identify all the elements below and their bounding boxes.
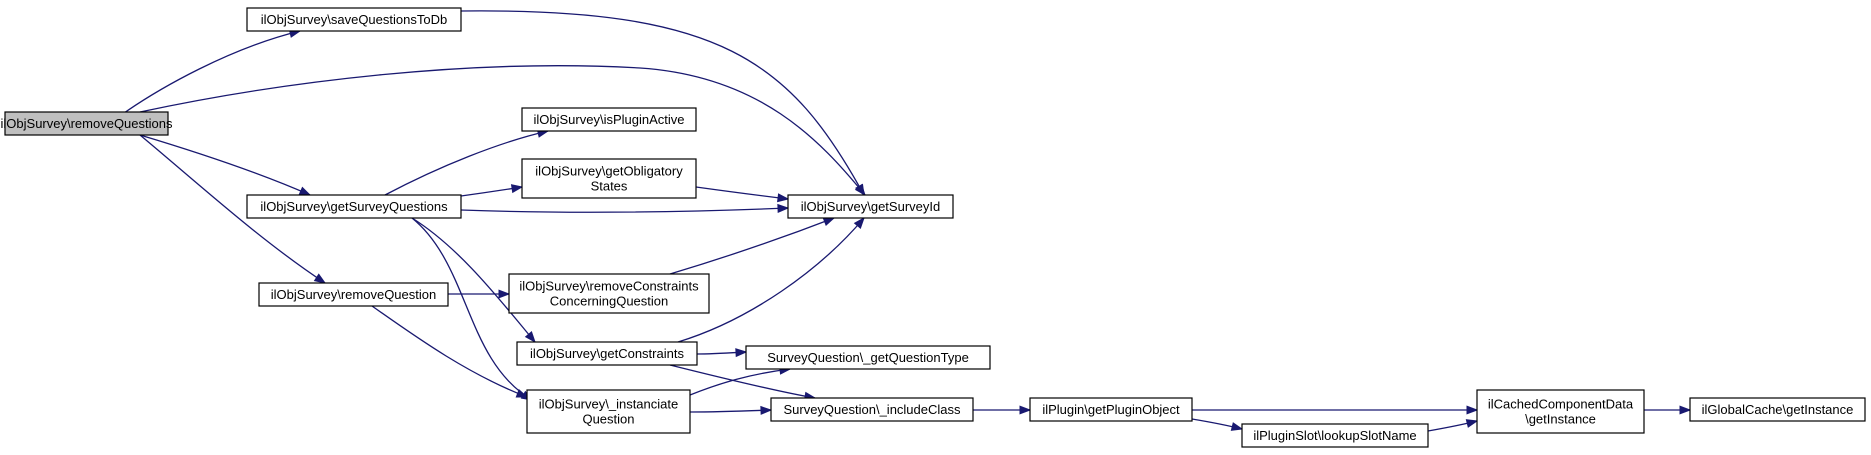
node-label: ilPluginSlot\lookupSlotName <box>1253 428 1416 443</box>
function-nodes: ilObjSurvey\removeQuestions ilObjSurvey\s… <box>1 7 1866 448</box>
node-lookupSlotName[interactable]: ilPluginSlot\lookupSlotName <box>1241 423 1429 448</box>
edge-instanciateQuestion-to-getQuestionType <box>689 365 792 396</box>
node-box <box>526 389 691 434</box>
node-label: ConcerningQuestion <box>550 294 669 309</box>
node-label: ilObjSurvey\saveQuestionsToDb <box>261 12 447 27</box>
node-box <box>1029 397 1193 422</box>
node-box <box>521 158 697 199</box>
call-edges <box>123 10 1692 432</box>
node-getQuestionType[interactable]: SurveyQuestion\_getQuestionType <box>745 345 991 370</box>
node-getSurveyId[interactable]: ilObjSurvey\getSurveyId <box>787 194 954 219</box>
node-box <box>787 194 954 219</box>
node-isPluginActive[interactable]: ilObjSurvey\isPluginActive <box>521 107 697 132</box>
node-label: ilPlugin\getPluginObject <box>1042 402 1180 417</box>
node-label: ilObjSurvey\getConstraints <box>530 346 684 361</box>
edge-getPluginObject-to-lookupSlotName <box>1191 418 1244 431</box>
edge-getSurveyQuestions-to-getConstraints <box>411 217 536 344</box>
node-box <box>1689 397 1866 422</box>
edge-instanciateQuestion-to-includeClass <box>689 405 773 415</box>
edge-includeClass-to-getPluginObject <box>973 405 1032 415</box>
node-getConstraints[interactable]: ilObjSurvey\getConstraints <box>516 341 698 366</box>
node-removeConstraintsConcerningQuestion[interactable]: ilObjSurvey\removeConstraintsConcerningQ… <box>508 273 710 314</box>
node-label: Question <box>582 412 634 427</box>
node-box <box>521 107 697 132</box>
edge-cachedGetInstance-to-globalCacheGetInstance <box>1644 405 1692 415</box>
node-box <box>770 397 974 422</box>
node-label: SurveyQuestion\_includeClass <box>783 402 961 417</box>
node-box <box>745 345 991 370</box>
node-box <box>1476 389 1645 434</box>
node-label: ilObjSurvey\getSurveyId <box>801 199 940 214</box>
node-getPluginObject[interactable]: ilPlugin\getPluginObject <box>1029 397 1193 422</box>
node-label: ilObjSurvey\removeQuestions <box>1 116 173 131</box>
edge-saveQuestionsToDb-to-getSurveyId <box>460 10 865 197</box>
node-globalCacheGetInstance[interactable]: ilGlobalCache\getInstance <box>1689 397 1866 422</box>
node-box <box>258 282 449 307</box>
edge-removeConstraintsConcerningQuestion-to-getSurveyId <box>669 217 836 275</box>
node-saveQuestionsToDb[interactable]: ilObjSurvey\saveQuestionsToDb <box>246 7 462 32</box>
node-label: SurveyQuestion\_getQuestionType <box>767 350 969 365</box>
node-label: ilGlobalCache\getInstance <box>1702 402 1854 417</box>
node-label: ilObjSurvey\_instanciate <box>539 397 678 412</box>
node-label: ilObjSurvey\isPluginActive <box>533 112 684 127</box>
node-label: States <box>591 179 628 194</box>
node-label: ilObjSurvey\getSurveyQuestions <box>260 199 448 214</box>
node-removeQuestion[interactable]: ilObjSurvey\removeQuestion <box>258 282 449 307</box>
node-box <box>246 194 462 219</box>
edge-removeQuestions-to-getSurveyQuestions <box>139 134 312 196</box>
node-box <box>1241 423 1429 448</box>
node-removeQuestions[interactable]: ilObjSurvey\removeQuestions <box>1 111 173 136</box>
node-box <box>246 7 462 32</box>
edge-getSurveyQuestions-to-getSurveyId <box>460 203 790 213</box>
edge-getConstraints-to-getQuestionType <box>696 348 748 358</box>
edge-removeQuestions-to-saveQuestionsToDb <box>123 29 302 114</box>
node-label: ilObjSurvey\getObligatory <box>535 164 683 179</box>
edge-lookupSlotName-to-cachedGetInstance <box>1427 419 1479 432</box>
edge-getConstraints-to-getSurveyId <box>677 216 865 343</box>
node-getSurveyQuestions[interactable]: ilObjSurvey\getSurveyQuestions <box>246 194 462 219</box>
node-label: \getInstance <box>1525 412 1596 427</box>
node-label: ilCachedComponentData <box>1488 397 1634 412</box>
edge-getObligatoryStates-to-getSurveyId <box>695 186 790 203</box>
edge-getSurveyQuestions-to-getObligatoryStates <box>460 184 524 197</box>
edge-getPluginObject-to-cachedGetInstance <box>1192 405 1479 415</box>
node-box <box>4 111 169 136</box>
edge-removeQuestions-to-removeQuestion <box>139 134 327 284</box>
node-box <box>516 341 698 366</box>
node-label: ilObjSurvey\removeQuestion <box>271 287 436 302</box>
node-cachedGetInstance[interactable]: ilCachedComponentData\getInstance <box>1476 389 1645 434</box>
edge-removeQuestions-to-getSurveyId <box>139 65 866 197</box>
edge-removeQuestion-to-instanciateQuestion <box>371 305 529 398</box>
node-box <box>508 273 710 314</box>
edge-removeQuestion-to-removeConstraintsConcerningQuestion <box>447 289 511 299</box>
node-label: ilObjSurvey\removeConstraints <box>519 279 699 294</box>
node-includeClass[interactable]: SurveyQuestion\_includeClass <box>770 397 974 422</box>
